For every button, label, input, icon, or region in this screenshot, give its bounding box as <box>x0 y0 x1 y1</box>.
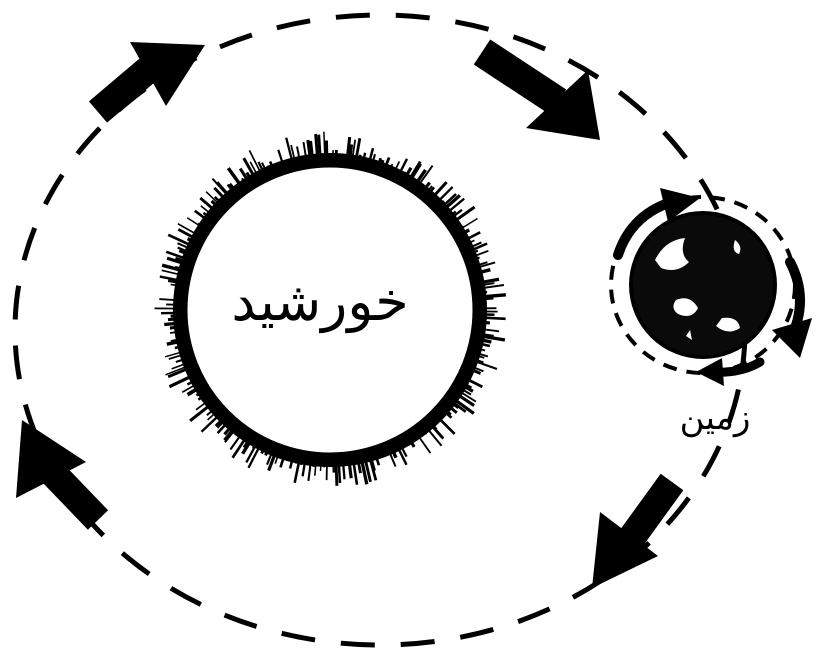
earth-label: زمین <box>630 398 800 438</box>
sun-label: خورشید <box>170 270 470 333</box>
earth-globe <box>631 213 775 357</box>
orbit-arrow-left <box>16 420 98 520</box>
earth-rotation-arrow-bottom <box>696 358 760 386</box>
orbit-arrow-top-left <box>98 42 205 112</box>
orbit-arrow-bottom-right <box>592 482 672 588</box>
